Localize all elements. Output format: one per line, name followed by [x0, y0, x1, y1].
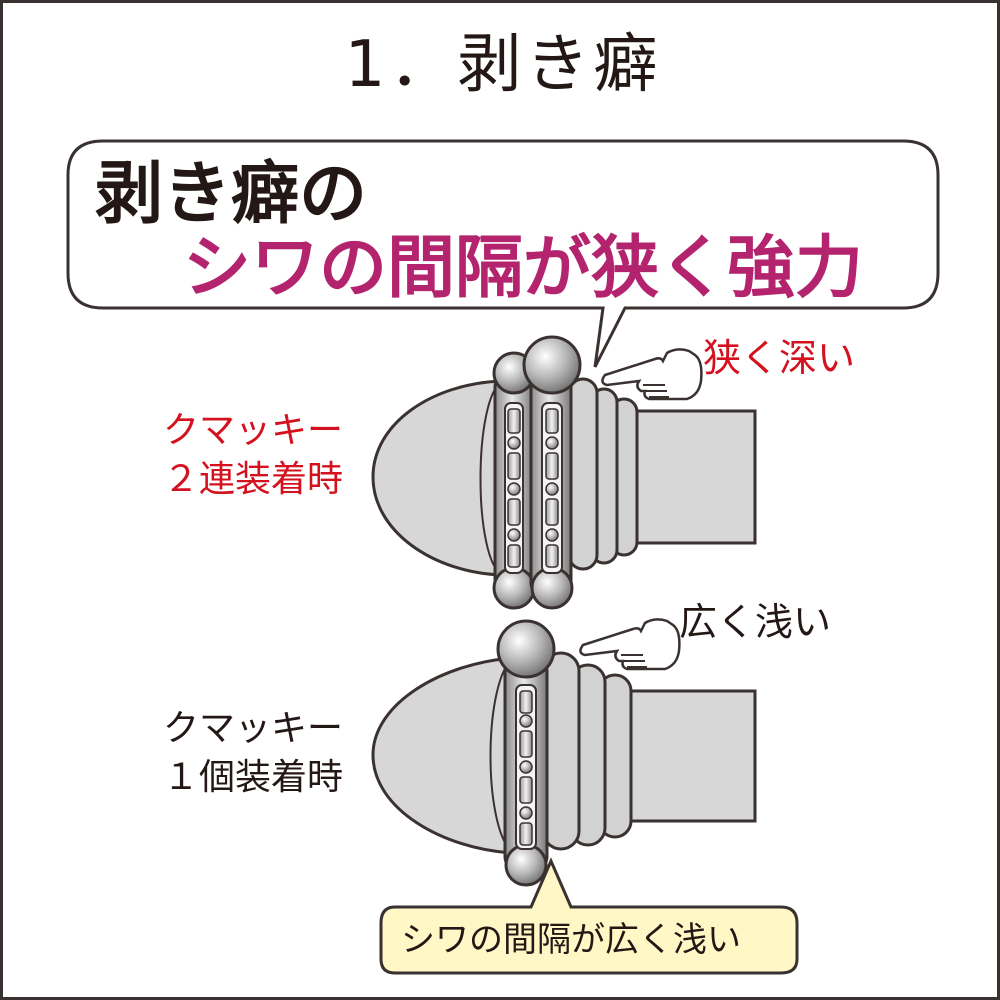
lower-side-label-line-2: １個装着時: [162, 757, 343, 798]
lower-side-label-line-1: クマッキー: [162, 708, 343, 749]
lower-figure: [371, 618, 757, 887]
lower-ring: [496, 619, 556, 887]
pointing-hand-icon: [601, 348, 703, 401]
callout-line-1: 剥き癖の: [95, 155, 368, 234]
upper-skin-folds: [567, 377, 639, 571]
callout-line-2: シワの間隔が狭く強力: [183, 229, 864, 308]
upper-ring-1: [492, 351, 536, 610]
upper-side-label-line-2: ２連装着時: [162, 459, 343, 500]
page-title: 1．剥き癖: [344, 28, 662, 102]
lower-pointer-label: 広く浅い: [679, 600, 832, 644]
upper-pointer-label: 狭く深い: [703, 336, 856, 380]
upper-ring-2: [522, 335, 582, 610]
lower-skin-folds: [541, 651, 633, 851]
upper-figure: [371, 335, 757, 610]
upper-side-label-line-1: クマッキー: [162, 410, 343, 451]
pointing-hand-icon: [579, 618, 681, 671]
bottom-note: シワの間隔が広く浅い: [401, 920, 741, 960]
diagram-artwork: [66, 139, 940, 975]
callout-bubble: [66, 139, 940, 368]
bottom-note-bubble: [379, 857, 799, 975]
